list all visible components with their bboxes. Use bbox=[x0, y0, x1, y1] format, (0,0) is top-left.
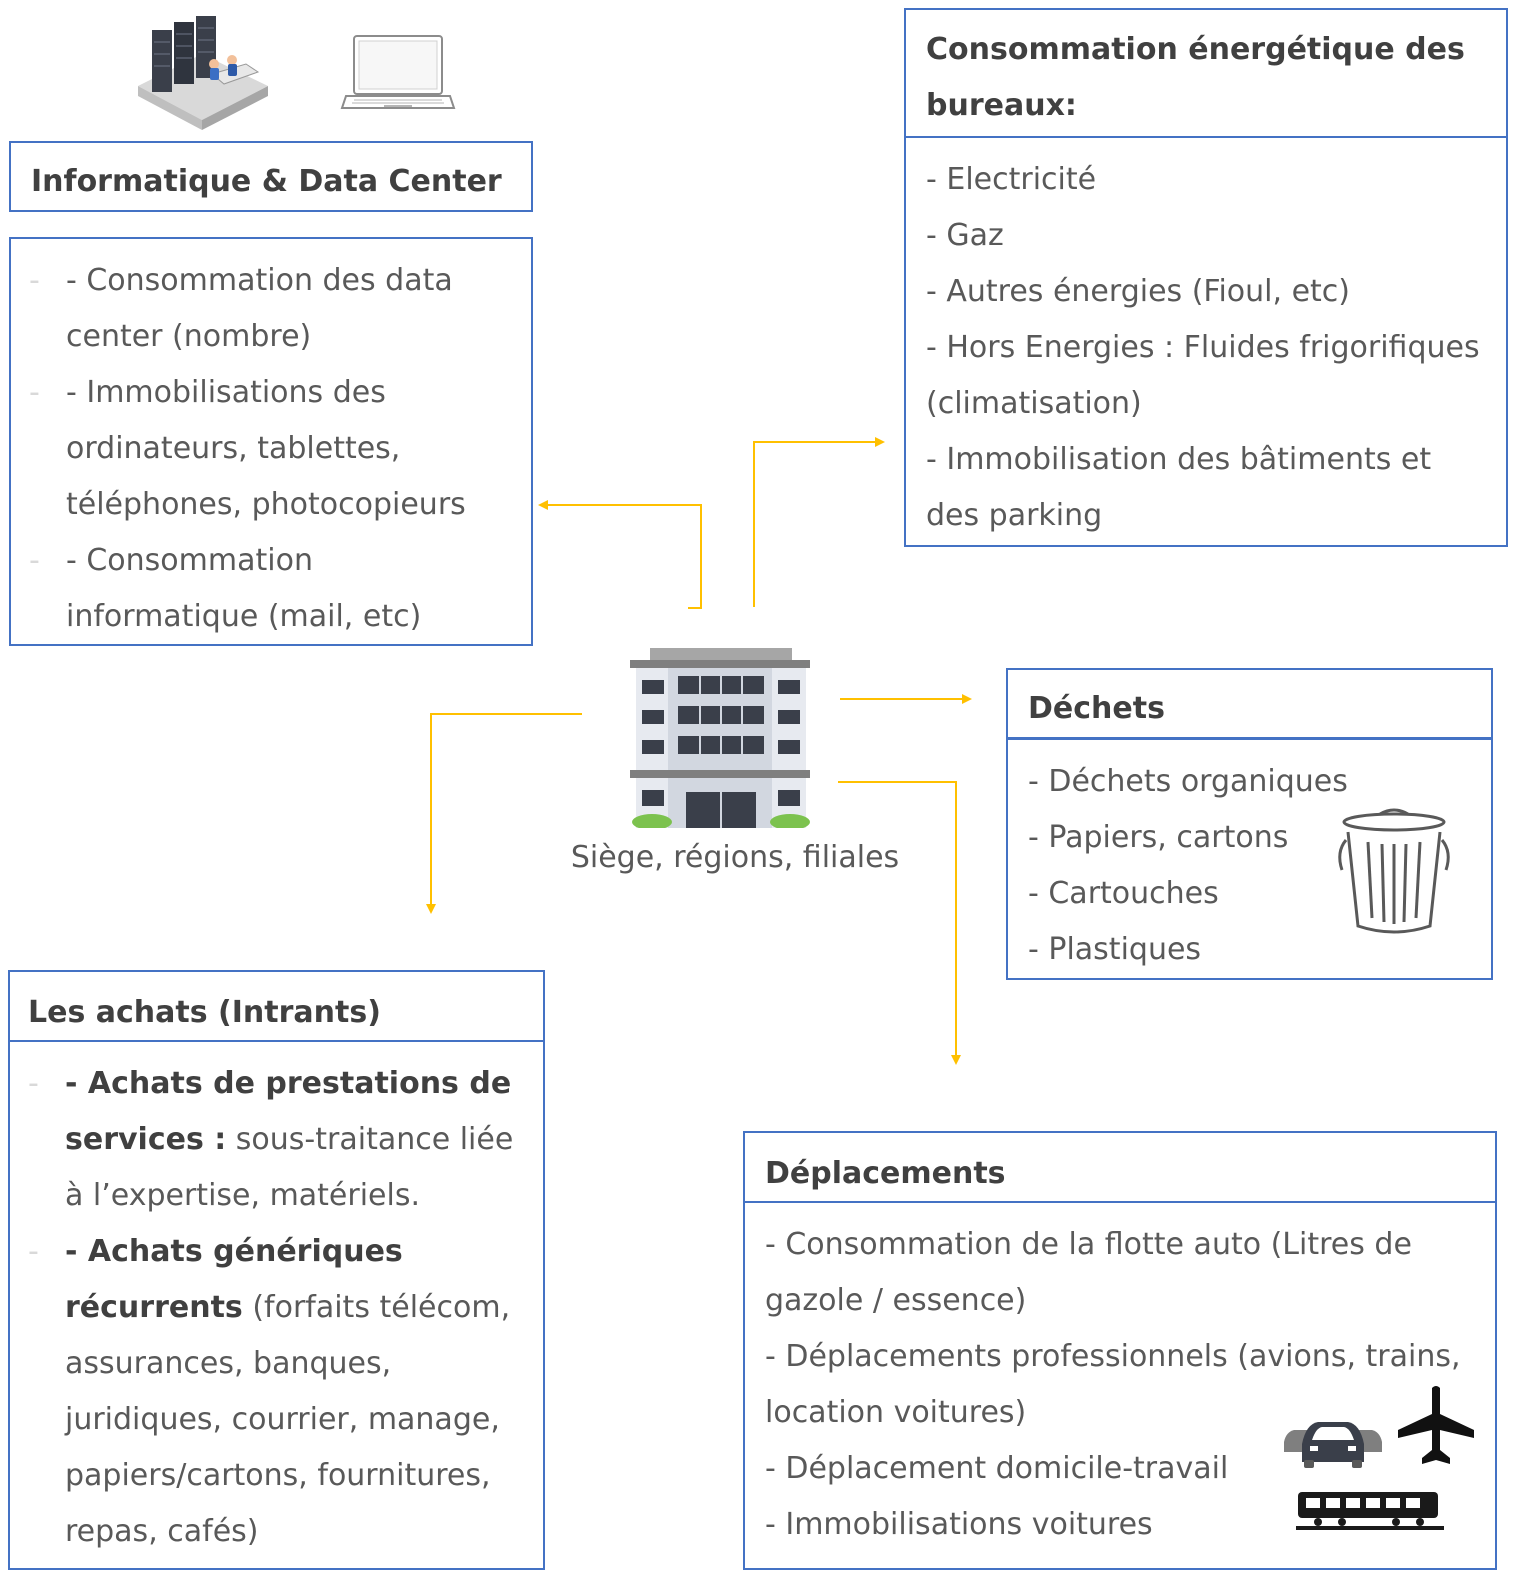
achats-item-text: (forfaits télécom, assurances, banques, … bbox=[65, 1290, 511, 1549]
arrow-to-achats bbox=[426, 713, 582, 914]
energie-list-box: - Electricité - Gaz - Autres énergies (F… bbox=[904, 136, 1508, 547]
arrow-to-energie bbox=[753, 437, 885, 607]
informatique-item: - Immobilisations des ordinateurs, table… bbox=[11, 365, 501, 533]
informatique-item: - Consommation des data center (nombre) bbox=[11, 253, 501, 365]
informatique-item: - Consommation informatique (mail, etc) bbox=[11, 533, 501, 645]
cars-icon bbox=[1284, 1422, 1382, 1468]
achats-item: - Achats génériques récurrents (forfaits… bbox=[10, 1224, 515, 1560]
achats-item-bold: - Achats génériques récurrents bbox=[65, 1234, 403, 1325]
energie-item: - Immobilisation des bâtiments et des pa… bbox=[926, 442, 1432, 533]
achats-item: - Achats de prestations de services : so… bbox=[10, 1056, 515, 1224]
energie-item: - Electricité bbox=[926, 162, 1097, 197]
dechets-item: - Papiers, cartons bbox=[1028, 820, 1289, 855]
building-icon bbox=[630, 648, 810, 828]
airplane-icon bbox=[1398, 1386, 1474, 1464]
deplacements-item: - Consommation de la flotte auto (Litres… bbox=[765, 1227, 1412, 1318]
deplacements-title: Déplacements bbox=[765, 1156, 1006, 1191]
deplacements-item: - Immobilisations voitures bbox=[765, 1507, 1153, 1542]
deplacements-title-box: Déplacements bbox=[743, 1131, 1497, 1203]
dechets-item: - Cartouches bbox=[1028, 876, 1219, 911]
energie-item: - Gaz bbox=[926, 218, 1004, 253]
informatique-title: Informatique & Data Center bbox=[31, 164, 502, 199]
energie-item: - Hors Energies : Fluides frigorifiques … bbox=[926, 330, 1480, 421]
informatique-title-box: Informatique & Data Center bbox=[9, 141, 533, 212]
achats-item-text: sous-traitance liée à l’expertise, matér… bbox=[65, 1122, 514, 1213]
dechets-list-box: - Déchets organiques - Papiers, cartons … bbox=[1006, 738, 1493, 980]
dechets-item: - Déchets organiques bbox=[1028, 764, 1348, 799]
train-icon bbox=[1296, 1492, 1444, 1530]
achats-title: Les achats (Intrants) bbox=[28, 995, 381, 1030]
deplacements-item: - Déplacement domicile-travail bbox=[765, 1451, 1229, 1486]
arrow-to-deplacements bbox=[838, 781, 961, 1065]
energie-item: - Autres énergies (Fioul, etc) bbox=[926, 274, 1350, 309]
dechets-item: - Plastiques bbox=[1028, 932, 1202, 967]
energie-title: Consommation énergétique des bureaux: bbox=[926, 32, 1465, 123]
deplacements-item: - Déplacements professionnels (avions, t… bbox=[765, 1339, 1461, 1430]
arrow-to-informatique bbox=[538, 500, 702, 609]
energie-title-box: Consommation énergétique des bureaux: bbox=[904, 8, 1508, 138]
laptop-icon bbox=[340, 35, 456, 109]
achats-list-box: - Achats de prestations de services : so… bbox=[8, 1040, 545, 1570]
achats-item-bold: - Achats de prestations de services : bbox=[65, 1066, 512, 1157]
achats-title-box: Les achats (Intrants) bbox=[8, 970, 545, 1042]
server-room-icon bbox=[138, 16, 268, 130]
dechets-title-box: Déchets bbox=[1006, 668, 1493, 739]
trash-can-icon bbox=[1338, 808, 1450, 934]
center-label: Siège, régions, filiales bbox=[570, 840, 900, 875]
dechets-title: Déchets bbox=[1028, 691, 1165, 726]
informatique-list-box: - Consommation des data center (nombre) … bbox=[9, 237, 533, 646]
